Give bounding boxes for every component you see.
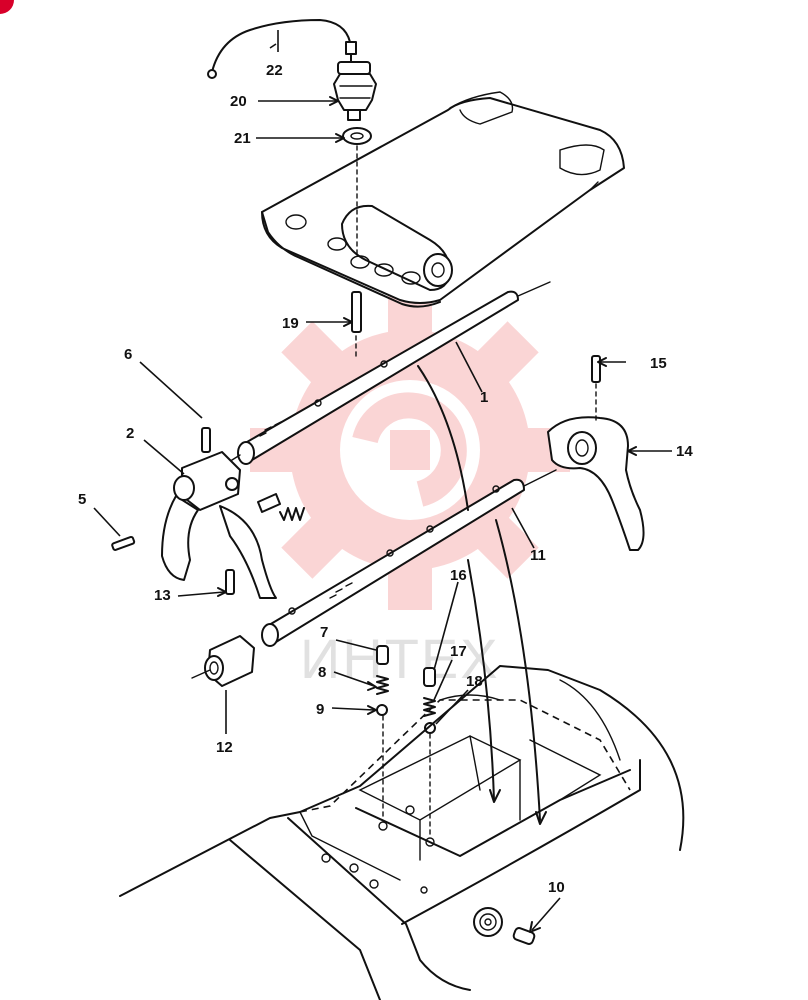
shift-fork-2 xyxy=(161,427,277,599)
callout-5: 5 xyxy=(78,491,86,508)
callout-10: 10 xyxy=(548,879,565,896)
detent-set-left xyxy=(376,645,389,821)
callout-9: 9 xyxy=(316,701,324,718)
callout-14: 14 xyxy=(676,443,693,460)
assembly-curve-left xyxy=(417,365,469,511)
detent-set-right xyxy=(423,667,436,837)
corner-badge xyxy=(0,0,14,14)
watermark-text: ИНТЕХ xyxy=(300,627,500,690)
shift-block-12 xyxy=(191,635,255,687)
callout-18: 18 xyxy=(466,673,483,690)
shift-rail-11 xyxy=(261,469,557,647)
detent-plunger-2 xyxy=(257,493,305,521)
switch-assembly xyxy=(207,19,377,259)
callout-15: 15 xyxy=(650,355,667,372)
callout-2: 2 xyxy=(126,425,134,442)
assembly-curve-right xyxy=(495,519,541,821)
expansion-plug-10 xyxy=(473,907,536,945)
callout-11: 11 xyxy=(530,547,546,564)
shift-cover xyxy=(261,91,625,308)
shift-fork-14 xyxy=(547,355,645,551)
callout-22: 22 xyxy=(266,62,283,79)
assembly-curve-mid xyxy=(467,559,495,801)
callout-16: 16 xyxy=(450,567,467,584)
roll-pin-13 xyxy=(225,569,235,595)
callout-13: 13 xyxy=(154,587,171,604)
roll-pin-5 xyxy=(111,535,136,551)
callout-leaders xyxy=(93,30,672,933)
shift-rail-1 xyxy=(199,281,551,481)
callout-numbers: 1 2 5 6 7 8 9 10 11 12 13 14 15 16 17 18… xyxy=(78,62,693,896)
callout-1: 1 xyxy=(480,389,488,406)
pin-19 xyxy=(351,291,362,361)
callout-8: 8 xyxy=(318,664,326,681)
transmission-housing xyxy=(119,665,685,1000)
callout-21: 21 xyxy=(234,130,251,147)
watermark-logo: ИНТЕХ xyxy=(250,290,570,690)
callout-17: 17 xyxy=(450,643,467,660)
callout-19: 19 xyxy=(282,315,299,332)
callout-20: 20 xyxy=(230,93,247,110)
callout-6: 6 xyxy=(124,346,132,363)
callout-7: 7 xyxy=(320,624,328,641)
callout-12: 12 xyxy=(216,739,233,756)
